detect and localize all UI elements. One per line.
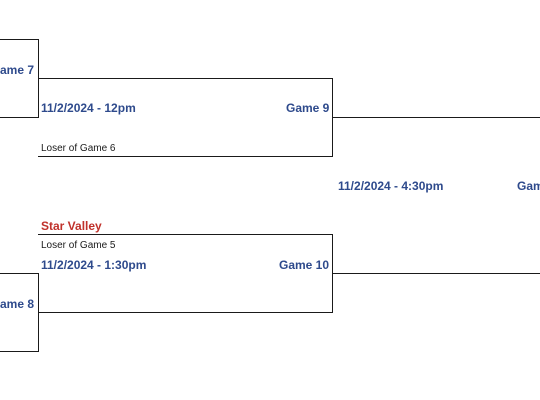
game8-box-top-line	[0, 273, 39, 274]
game9-box-top-line	[38, 78, 333, 79]
next-game-label: Gam	[517, 179, 540, 193]
game10-top-slot: Loser of Game 5	[41, 240, 116, 251]
game10-box-bottom-line	[38, 312, 333, 313]
game10-datetime: 11/2/2024 - 1:30pm	[41, 258, 147, 272]
game7-box-top-line	[0, 39, 39, 40]
game7-label: ame 7	[0, 63, 35, 77]
next-game-datetime: 11/2/2024 - 4:30pm	[338, 179, 444, 193]
game9-datetime: 11/2/2024 - 12pm	[41, 101, 136, 115]
game9-label: Game 9	[286, 101, 330, 115]
game8-box-right-line	[38, 273, 39, 352]
game9-bottom-slot: Loser of Game 6	[41, 143, 116, 154]
game8-box-bottom-line	[0, 351, 39, 352]
game9-out-line	[332, 117, 540, 118]
game10-out-line	[332, 273, 540, 274]
game10-top-team: Star Valley	[41, 219, 102, 233]
game7-box-bottom-line	[0, 117, 39, 118]
game9-box-bottom-line	[38, 156, 333, 157]
game10-box-top-line	[38, 234, 333, 235]
game10-label: Game 10	[279, 258, 330, 272]
game8-label: ame 8	[0, 297, 35, 311]
